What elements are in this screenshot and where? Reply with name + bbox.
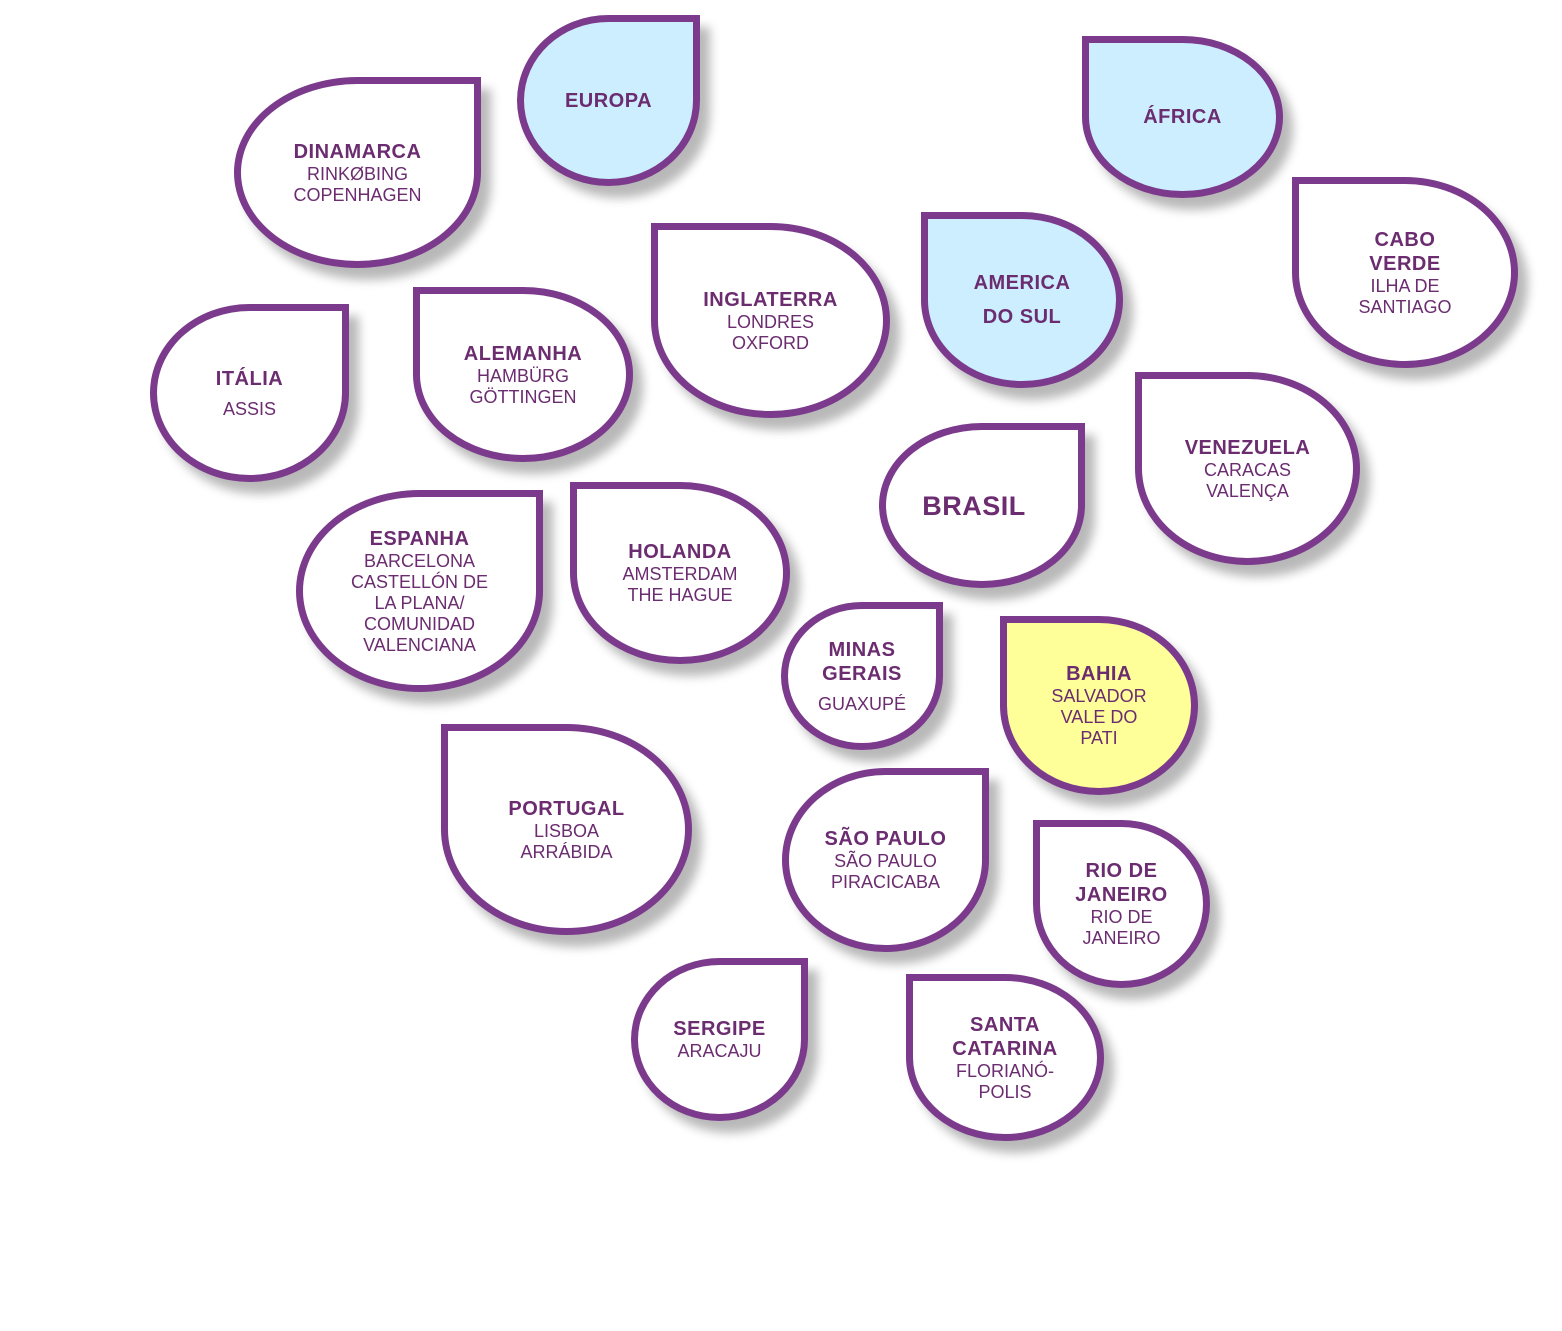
node-subtitle: THE HAGUE: [627, 585, 733, 605]
node-title: ESPANHA: [369, 527, 470, 550]
node-title: VENEZUELA: [1184, 436, 1311, 459]
node-subtitle: HAMBÜRG: [476, 365, 569, 386]
node-subtitle: AMSTERDAM: [622, 564, 738, 584]
node-africa: ÁFRICA: [1082, 36, 1283, 198]
node-title: ALEMANHA: [463, 342, 583, 365]
node-italia: ITÁLIA ASSIS: [150, 304, 349, 482]
node-subtitle: POLIS: [978, 1081, 1032, 1102]
node-america-do-sul: AMERICA DO SUL: [921, 212, 1123, 388]
node-subtitle: VALE DO: [1060, 707, 1138, 727]
node-title: AMERICA: [973, 272, 1071, 294]
node-europa: EUROPA: [517, 15, 700, 186]
node-subtitle: PIRACICABA: [830, 872, 941, 892]
node-subtitle: COPENHAGEN: [293, 184, 422, 205]
node-subtitle: LISBOA: [533, 820, 600, 841]
node-brasil: BRASIL: [879, 423, 1085, 588]
node-title: RIO DE: [1085, 860, 1158, 882]
node-title: VERDE: [1369, 252, 1441, 275]
node-subtitle: COMUNIDAD: [364, 613, 475, 634]
node-subtitle: PATI: [1080, 728, 1118, 748]
node-title: ITÁLIA: [215, 367, 284, 390]
node-title: JANEIRO: [1075, 884, 1168, 906]
node-title: BAHIA: [1066, 663, 1132, 685]
node-subtitle: ARACAJU: [677, 1041, 762, 1061]
node-subtitle: GUAXUPÉ: [817, 693, 907, 714]
node-subtitle: CARACAS: [1203, 459, 1292, 480]
node-subtitle: OXFORD: [731, 332, 809, 353]
node-title: INGLATERRA: [703, 288, 838, 311]
node-subtitle: VALENCIANA: [363, 634, 476, 655]
node-subtitle: ILHA DE: [1370, 275, 1440, 296]
node-subtitle: VALENÇA: [1206, 480, 1289, 501]
node-subtitle: BARCELONA: [363, 550, 476, 571]
node-subtitle: LA PLANA/: [374, 592, 465, 613]
node-title: SERGIPE: [673, 1018, 766, 1040]
node-title: CATARINA: [952, 1037, 1058, 1060]
node-title: DINAMARCA: [293, 140, 422, 163]
node-subtitle: ARRÁBIDA: [520, 841, 613, 862]
node-title: BRASIL: [922, 490, 1026, 521]
node-subtitle: LONDRES: [726, 311, 815, 332]
node-title: PORTUGAL: [508, 797, 625, 820]
node-subtitle: RINKØBING: [306, 163, 408, 184]
node-subtitle: JANEIRO: [1082, 928, 1161, 948]
node-subtitle: RIO DE: [1090, 907, 1153, 927]
node-title: GERAIS: [822, 662, 902, 685]
node-title: HOLANDA: [628, 541, 732, 563]
node-title: EUROPA: [564, 89, 653, 112]
node-subtitle: ASSIS: [222, 398, 277, 419]
node-title: MINAS: [828, 638, 896, 661]
node-title: CABO: [1374, 228, 1436, 251]
node-subtitle: CASTELLÓN DE: [350, 571, 489, 592]
node-subtitle: SÃO PAULO: [834, 851, 937, 871]
node-subtitle: FLORIANÓ-: [955, 1060, 1054, 1081]
node-title: ÁFRICA: [1143, 106, 1222, 128]
node-subtitle: SALVADOR: [1051, 686, 1147, 706]
node-subtitle: SANTIAGO: [1358, 296, 1452, 317]
node-title: SÃO PAULO: [824, 828, 947, 850]
node-title: DO SUL: [982, 306, 1062, 328]
node-title: SANTA: [970, 1013, 1040, 1036]
node-subtitle: GÖTTINGEN: [469, 386, 577, 407]
